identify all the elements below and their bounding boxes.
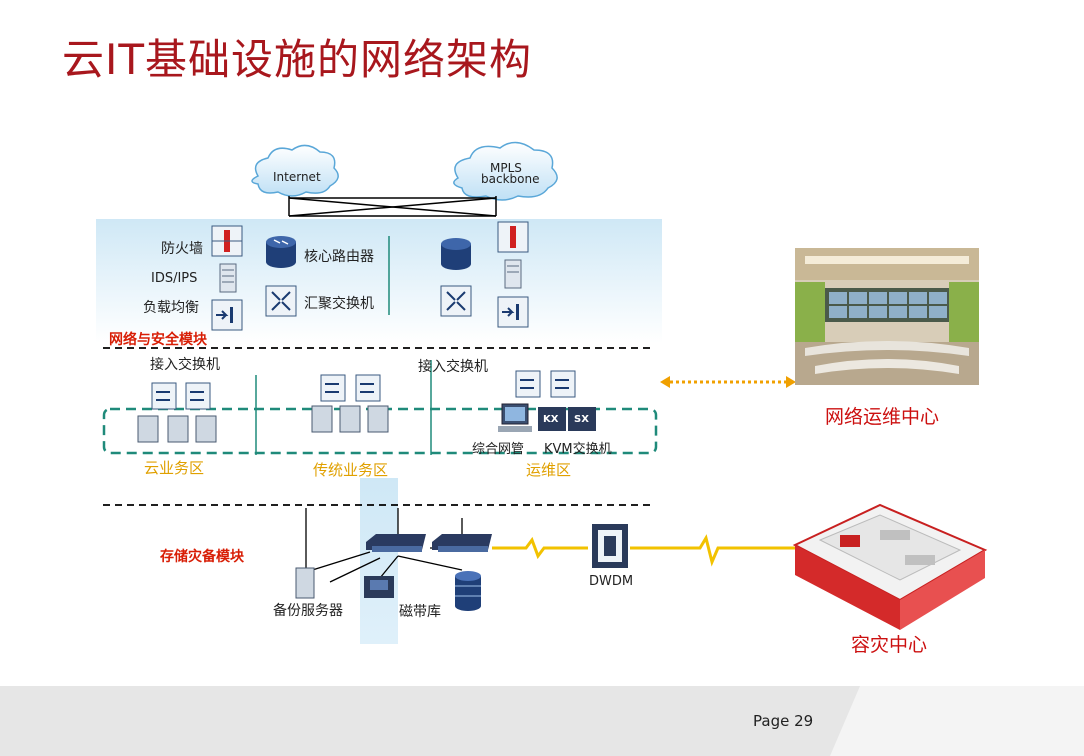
cloud-zone-label: 云业务区 xyxy=(144,459,205,477)
aggregation-switch-left-icon xyxy=(265,285,297,317)
backup-server-icon xyxy=(295,567,315,599)
page-number: Page 29 xyxy=(753,712,814,730)
firewall-left-icon xyxy=(211,225,243,257)
zone-boxes xyxy=(102,407,658,455)
mpls-cloud xyxy=(453,141,558,201)
dr-center-building-icon xyxy=(792,503,988,630)
load-balancer-label: 负载均衡 xyxy=(143,300,199,316)
noc-photo xyxy=(795,248,979,385)
fiber-link-right xyxy=(630,534,800,567)
internet-label: Internet xyxy=(273,170,321,184)
network-security-module-label: 网络与安全模块 xyxy=(109,332,207,348)
storage-module-label: 存储灾备模块 xyxy=(160,549,244,565)
core-router-left-icon xyxy=(266,236,296,268)
firewall-right-icon xyxy=(497,221,529,253)
access-switches-ops-zone xyxy=(515,370,576,398)
page-title: 云IT基础设施的网络架构 xyxy=(62,35,533,84)
core-router-label: 核心路由器 xyxy=(304,249,374,265)
aggregation-switch-label: 汇聚交换机 xyxy=(304,296,374,312)
storage-array-icon xyxy=(455,571,481,611)
mpls-label: MPLS xyxy=(490,161,522,175)
network-security-band xyxy=(96,219,662,343)
nms-workstation-icon xyxy=(498,403,532,432)
kvm-badge-1: KX xyxy=(543,414,559,425)
fiber-link-left xyxy=(492,536,588,560)
kvm-badge-2: SX xyxy=(574,414,589,425)
san-switch-left-icon xyxy=(366,534,426,552)
ids-ips-left-icon xyxy=(219,263,237,293)
load-balancer-left-icon xyxy=(211,299,243,331)
dwdm-label: DWDM xyxy=(589,574,634,589)
tape-library-icon xyxy=(364,576,394,598)
noc-link xyxy=(660,376,796,388)
traditional-zone-label: 传统业务区 xyxy=(313,461,389,479)
core-router-right-icon xyxy=(441,238,471,270)
access-switches-cloud-zone xyxy=(151,382,211,410)
backup-server-label: 备份服务器 xyxy=(273,603,343,619)
tape-library-label: 磁带库 xyxy=(399,604,441,620)
backbone-label: backbone xyxy=(481,172,540,186)
load-balancer-right-icon xyxy=(497,296,529,328)
ops-zone-label: 运维区 xyxy=(526,461,572,479)
wan-links xyxy=(288,196,497,217)
servers-cloud-zone xyxy=(137,415,217,443)
servers-traditional-zone xyxy=(311,405,389,433)
dwdm-icon xyxy=(592,524,628,568)
kvm-switch-icons xyxy=(538,407,596,431)
access-switches-traditional-zone xyxy=(320,374,381,402)
kvm-label: KVM交换机 xyxy=(544,442,612,457)
internet-cloud xyxy=(251,144,339,197)
footer-bar xyxy=(0,686,1084,756)
noc-label: 网络运维中心 xyxy=(825,406,940,428)
firewall-label: 防火墙 xyxy=(161,241,203,257)
ids-ips-label: IDS/IPS xyxy=(151,271,198,286)
aggregation-switch-right-icon xyxy=(440,285,472,317)
nms-label: 综合网管 xyxy=(472,442,525,457)
access-switch-left-label: 接入交换机 xyxy=(150,357,220,373)
access-switch-right-label: 接入交换机 xyxy=(418,359,488,375)
dr-center-label: 容灾中心 xyxy=(851,634,928,656)
san-switch-right-icon xyxy=(432,534,492,552)
ids-ips-right-icon xyxy=(504,259,522,289)
storage-highlight-band xyxy=(360,478,398,644)
